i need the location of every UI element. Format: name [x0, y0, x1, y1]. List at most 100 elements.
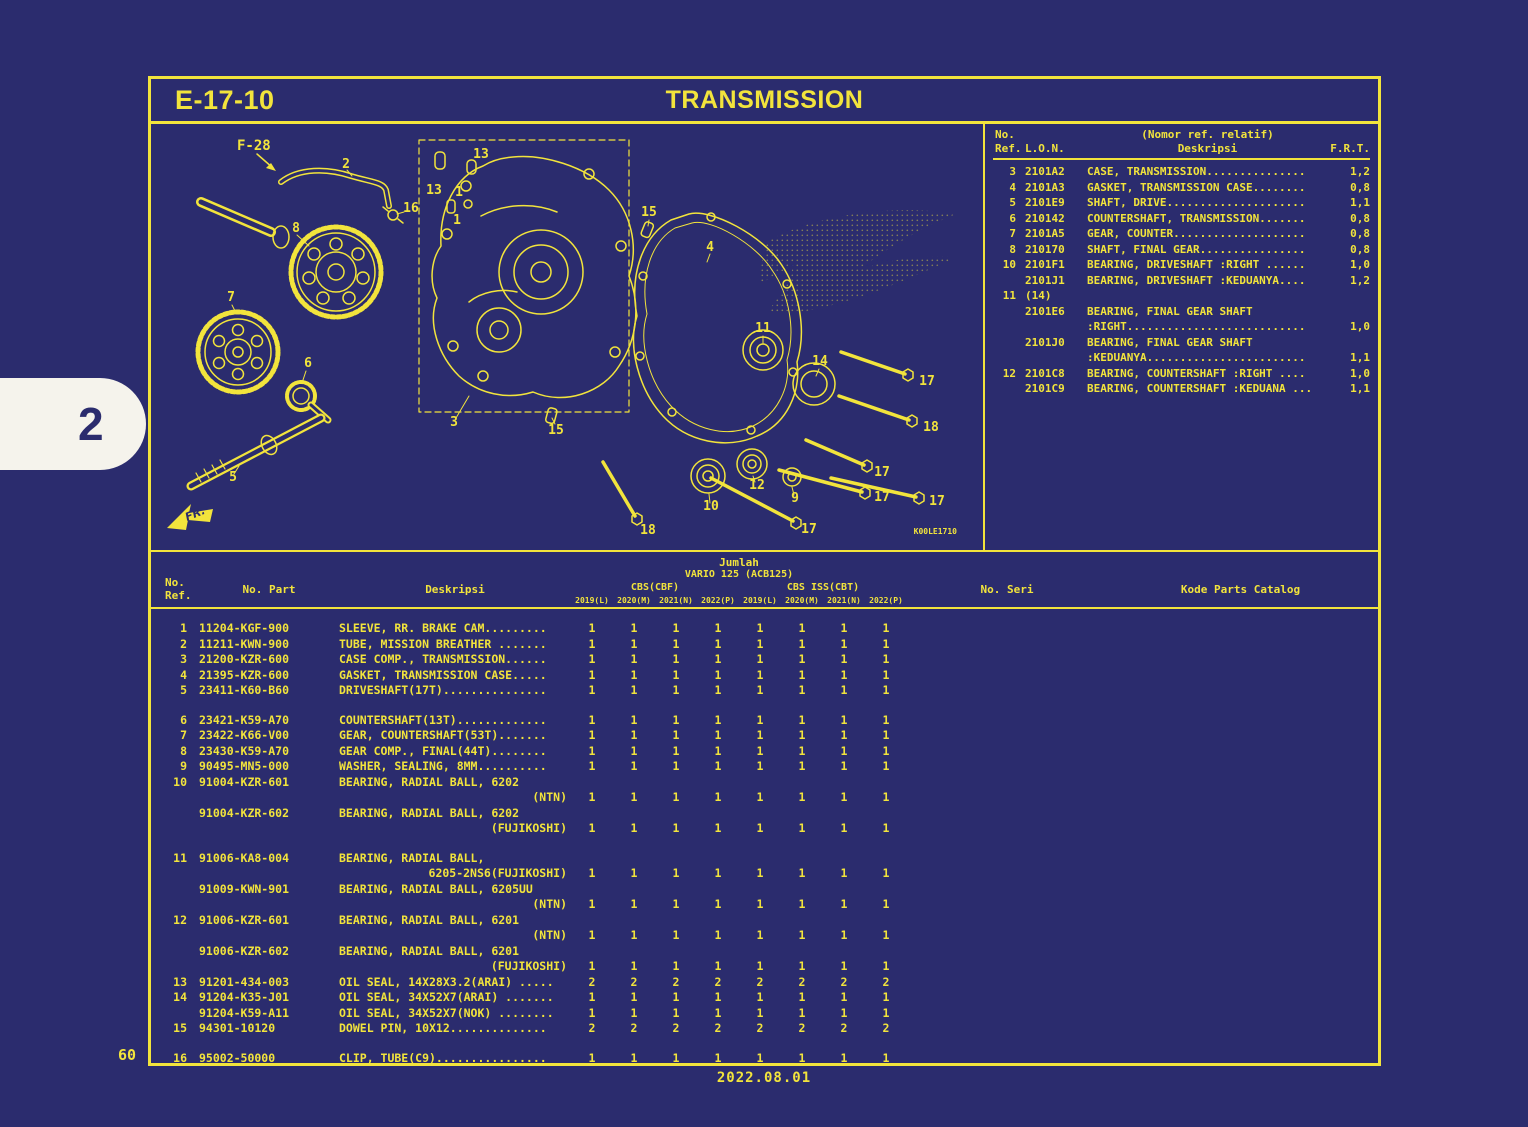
mc-ref: 7	[180, 728, 187, 742]
mc-q: 1	[882, 928, 890, 942]
mc-q: 1	[672, 636, 680, 651]
rc-lon: 2101J1	[1025, 273, 1065, 287]
rc-frt: 1,0	[1350, 320, 1370, 333]
mc-q: 1	[714, 990, 722, 1004]
diagram-callout: 4	[706, 240, 714, 255]
mc-desc: BEARING, RADIAL BALL,6205-2NS6(FUJIKOSHI…	[339, 850, 567, 881]
rc-frt: 1,0	[1350, 258, 1370, 271]
mc-q: 1	[588, 621, 596, 635]
mc-q: 1	[672, 866, 680, 880]
mc-kode	[1107, 775, 1378, 806]
rc-desc: SHAFT, DRIVE.....................	[1087, 196, 1306, 209]
mc-q: 1	[756, 990, 764, 1004]
gasket-part4	[632, 212, 803, 444]
diagram-callout: 1	[453, 213, 461, 228]
diagram-code: K00LE1710	[914, 527, 958, 536]
ref-table-row: 11(14)	[993, 288, 1370, 304]
fr-arrow	[167, 504, 213, 530]
mc-kode	[1107, 744, 1378, 760]
mc-ref: 2	[180, 636, 187, 651]
mc-desc: OIL SEAL, 34X52X7(NOK) ........	[339, 1005, 554, 1020]
mc-q: 1	[756, 743, 764, 758]
mc-kode	[1107, 944, 1378, 975]
mc-q: 1	[714, 928, 722, 942]
diagram-callout: 15	[641, 205, 657, 220]
mc-q: 1	[714, 790, 722, 804]
mc-seri	[907, 683, 1107, 699]
mc-desc: GEAR, COUNTERSHAFT(53T).......	[339, 728, 547, 742]
mc-ref: 5	[180, 683, 187, 697]
catalog-page-frame: E-17-10 TRANSMISSION	[148, 76, 1381, 1066]
mc-q: 2	[798, 1021, 806, 1035]
mc-desc: BEARING, RADIAL BALL, 6201(FUJIKOSHI)	[339, 943, 567, 974]
mc-q: 2	[756, 974, 764, 989]
mc-q: 1	[714, 759, 722, 773]
mc-desc: SLEEVE, RR. BRAKE CAM.........	[339, 621, 547, 635]
diagram-svg: F-28 FR. K00LE1710 213131116876531515411…	[167, 138, 958, 538]
mc-kode	[1107, 990, 1378, 1006]
page-number: 60	[118, 1046, 137, 1064]
ref-header-desc: (Nomor ref. relatif) Deskripsi	[1087, 128, 1328, 155]
rc-lon: 2101C8	[1025, 366, 1065, 380]
mc-q: 1	[630, 652, 638, 666]
leader-lines	[231, 169, 820, 504]
mc-q: 2	[588, 1021, 596, 1035]
mc-desc: OIL SEAL, 14X28X3.2(ARAI) .....	[339, 974, 554, 989]
rc-frt: 1,1	[1350, 196, 1370, 209]
mc-q: 1	[882, 1005, 890, 1020]
mc-seri	[907, 621, 1107, 637]
mc-part: 21200-KZR-600	[199, 652, 290, 666]
mc-q: 1	[882, 683, 890, 697]
side-index-tab-label: 2	[78, 398, 104, 450]
mc-q: 1	[588, 897, 596, 911]
mc-q: 1	[588, 928, 596, 942]
year-column-label: 2019(L)	[743, 596, 777, 605]
parts-header-no-line1: No.	[165, 576, 185, 589]
rc-frt: 0,8	[1350, 227, 1370, 240]
ref-header-desc-label: Deskripsi	[1177, 141, 1238, 155]
mc-q: 1	[714, 1005, 722, 1020]
mc-part: 23422-K66-V00	[199, 728, 290, 742]
year-column-label: 2021(N)	[827, 596, 861, 605]
diagram-callout: 14	[812, 354, 828, 369]
rc-desc: SHAFT, FINAL GEAR................	[1087, 242, 1306, 256]
mc-q: 1	[714, 652, 722, 666]
mc-q: 1	[756, 959, 764, 973]
diagram-callout: 6	[304, 356, 312, 371]
mc-q: 1	[588, 652, 596, 666]
mc-ref: 15	[173, 1021, 187, 1035]
rc-ref: 8	[1009, 242, 1016, 256]
parts-table-row: 7 23422-K66-V00 GEAR, COUNTERSHAFT(53T)...…	[151, 728, 1378, 744]
mc-q: 1	[672, 1050, 680, 1065]
mc-ref	[163, 1006, 199, 1022]
mc-seri	[907, 668, 1107, 684]
diagram-callout: 8	[292, 221, 300, 236]
rc-ref	[993, 273, 1025, 289]
mc-q: 1	[714, 821, 722, 835]
mc-q: 1	[756, 897, 764, 911]
mc-seri	[907, 1051, 1107, 1064]
rc-ref	[993, 381, 1025, 397]
mc-part: 91006-KZR-601	[199, 912, 290, 927]
rc-desc: BEARING, DRIVESHAFT :KEDUANYA....	[1087, 273, 1306, 287]
diagram-callout: 10	[703, 499, 719, 514]
mc-q: 1	[840, 621, 848, 635]
mc-desc: OIL SEAL, 34X52X7(ARAI) .......	[339, 990, 554, 1004]
mc-q: 1	[672, 759, 680, 773]
mc-q: 1	[882, 743, 890, 758]
ref-header-frt: F.R.T.	[1330, 141, 1370, 155]
driveshaft-gear-part8	[196, 197, 384, 320]
mc-desc: BEARING, RADIAL BALL, 6202(NTN)	[339, 774, 567, 805]
rc-desc: BEARING, DRIVESHAFT :RIGHT ......	[1087, 258, 1306, 271]
mc-q: 1	[672, 652, 680, 666]
